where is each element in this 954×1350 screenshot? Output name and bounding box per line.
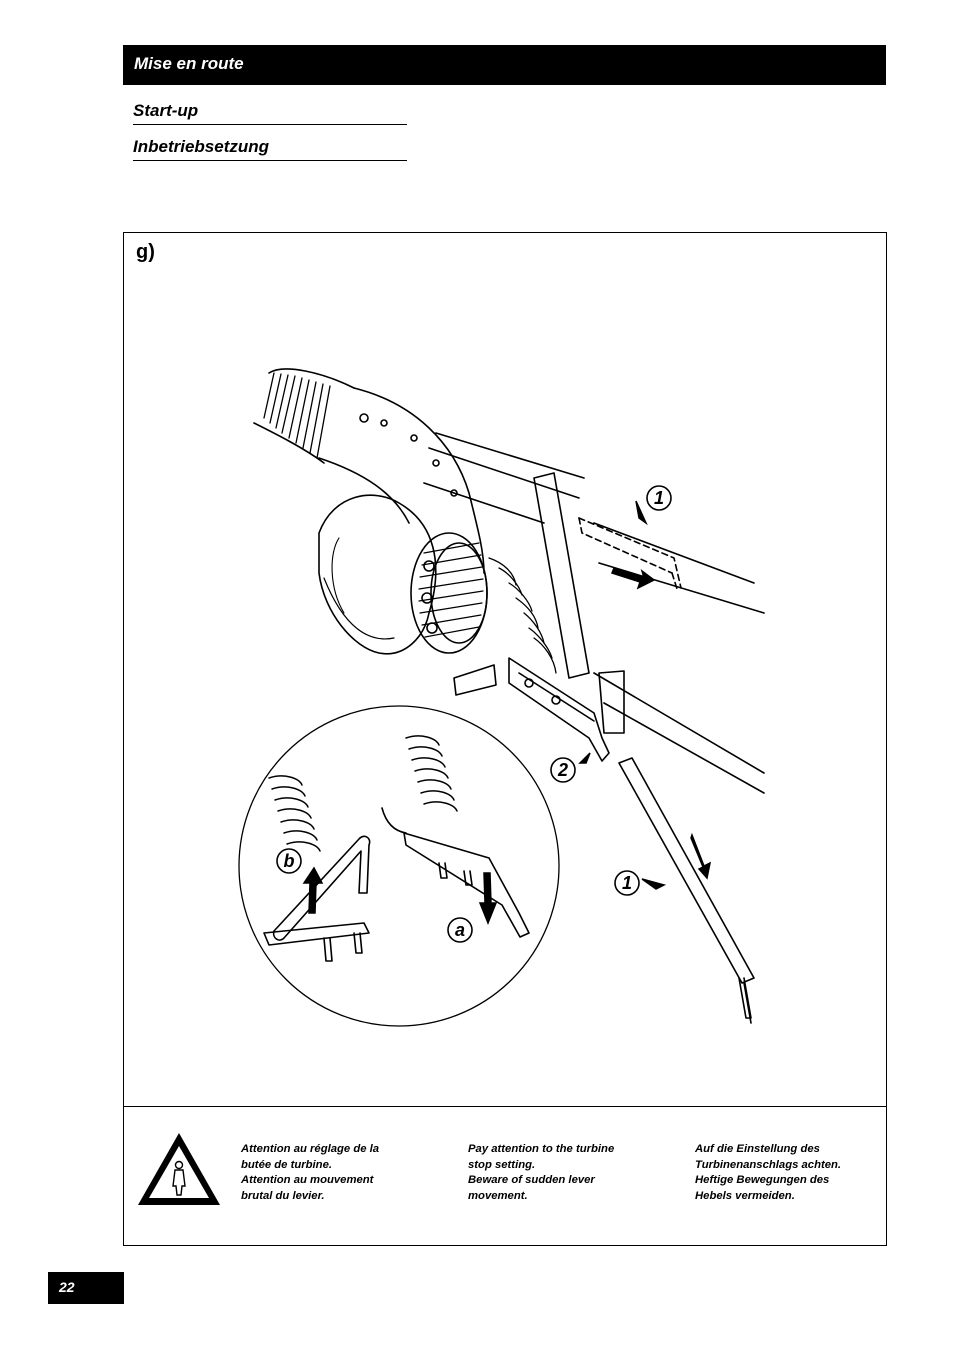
subtitle-english: Start-up [133,101,407,125]
warning-en-line-3: Beware of sudden lever [468,1174,595,1186]
warning-text-french: Attention au réglage de la butée de turb… [241,1142,411,1204]
subtitle-german: Inbetriebsetzung [133,137,407,161]
warning-en-line-2: stop setting. [468,1158,536,1171]
warning-fr-line-1: Attention au réglage de la [241,1143,380,1155]
page-number-badge: 22 [48,1272,124,1304]
section-title: Mise en route [134,54,244,73]
section-header-bar: Mise en route [123,45,886,85]
warning-de-line-4: Hebels vermeiden. [695,1189,795,1202]
figure-label: g) [136,241,155,263]
warning-fr-line-4: brutal du levier. [241,1189,325,1202]
warning-triangle-icon [138,1133,220,1205]
callout-b: b [284,851,295,871]
warning-section: Attention au réglage de la butée de turb… [124,1106,886,1246]
callout-2: 2 [557,760,568,780]
callout-1-top: 1 [654,488,664,508]
warning-fr-line-3: Attention au mouvement [241,1174,374,1186]
warning-en-line-4: movement. [468,1189,528,1202]
warning-de-line-1: Auf die Einstellung des [695,1143,820,1155]
warning-en-line-1: Pay attention to the turbine [468,1143,615,1155]
callout-a: a [455,920,465,940]
turbine-stop-illustration: 1 2 1 b a [238,368,765,1027]
warning-text-german: Auf die Einstellung des Turbinenanschlag… [695,1142,865,1204]
page-number: 22 [59,1279,75,1295]
warning-fr-line-2: butée de turbine. [241,1158,333,1171]
callout-1-bottom: 1 [622,873,632,893]
figure-panel: g) [123,232,887,1246]
warning-de-line-2: Turbinenanschlags achten. [695,1158,842,1171]
warning-text-english: Pay attention to the turbine stop settin… [468,1142,638,1204]
warning-de-line-3: Heftige Bewegungen des [695,1174,830,1186]
